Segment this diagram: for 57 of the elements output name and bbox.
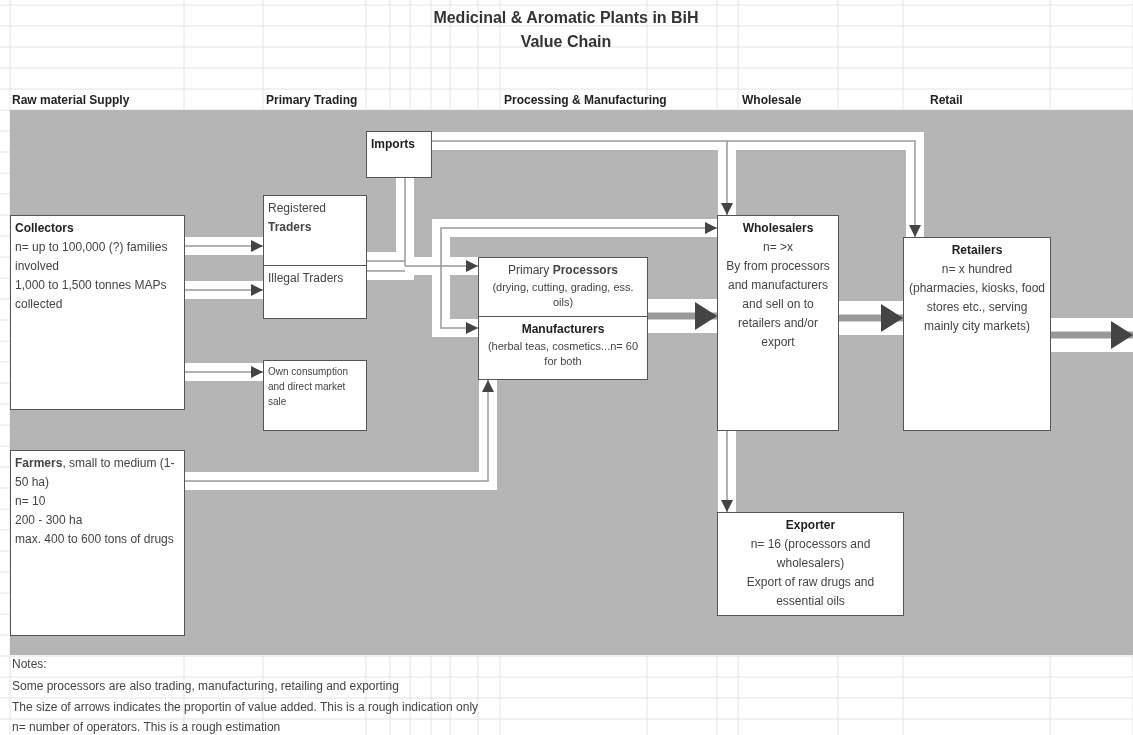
flow-arrow bbox=[184, 240, 264, 252]
note-text: Notes: bbox=[12, 657, 47, 671]
stakeholder-box bbox=[478, 257, 648, 317]
node-text: 1,000 to 1,500 tonnes MAPs collected bbox=[15, 277, 168, 313]
stakeholder-box bbox=[10, 215, 185, 410]
note-text: Some processors are also trading, manufacturing, retailing and exporting bbox=[12, 679, 399, 693]
node-text: By from processors and manufacturers and sell on to retailers and/or export bbox=[725, 258, 831, 351]
flow-arrow bbox=[648, 305, 717, 327]
node-title: Exporter bbox=[784, 517, 837, 534]
node-title: Own consumption and direct market sale bbox=[268, 365, 350, 409]
node-text: max. 400 to 600 tons of drugs bbox=[15, 531, 175, 548]
node-text: n= 10 bbox=[15, 493, 47, 510]
flow-arrow bbox=[1051, 324, 1133, 346]
stakeholder-box bbox=[478, 316, 648, 380]
flow-arrow bbox=[440, 222, 718, 267]
column-heading: Raw material Supply bbox=[12, 93, 130, 107]
stakeholder-box bbox=[717, 512, 904, 616]
flow-arrow bbox=[839, 307, 903, 329]
node-title: Wholesalers bbox=[741, 220, 815, 237]
flow-arrow bbox=[184, 366, 264, 378]
node-title: Registered Traders bbox=[268, 200, 328, 236]
node-title: Retailers bbox=[950, 242, 1004, 259]
flow-arrow bbox=[440, 260, 479, 272]
column-heading: Processing & Manufacturing bbox=[504, 93, 667, 107]
node-text: n= up to 100,000 (?) families involved bbox=[15, 239, 169, 275]
node-text: (herbal teas, cosmetics...n= 60 for both bbox=[486, 339, 640, 369]
node-title: Primary Processors bbox=[506, 262, 619, 279]
flow-arrow bbox=[184, 379, 494, 482]
column-heading: Wholesale bbox=[742, 93, 802, 107]
stakeholder-box bbox=[717, 215, 839, 431]
stakeholder-box bbox=[263, 195, 367, 266]
node-text: n= >x bbox=[762, 239, 794, 256]
node-text: 200 - 300 ha bbox=[15, 512, 84, 529]
node-text: n= x hundred (pharmacies, kiosks, food stores etc., serving mainly city markets) bbox=[908, 261, 1046, 335]
node-title: Collectors bbox=[15, 220, 75, 237]
column-heading: Retail bbox=[930, 93, 963, 107]
flow-arrow bbox=[440, 265, 479, 334]
stakeholder-box bbox=[263, 360, 367, 431]
node-text: (drying, cutting, grading, ess. oils) bbox=[491, 280, 635, 310]
flow-arrow bbox=[721, 430, 733, 513]
node-title: Illegal Traders bbox=[268, 270, 345, 287]
node-title: Farmers, small to medium (1-50 ha) bbox=[15, 455, 176, 491]
note-text: n= number of operators. This is a rough estimation bbox=[12, 720, 281, 734]
node-title: Manufacturers bbox=[520, 321, 606, 338]
node-title: Imports bbox=[371, 136, 416, 153]
node-text: Export of raw drugs and essential oils bbox=[745, 574, 876, 610]
stakeholder-box bbox=[10, 450, 185, 636]
stakeholder-box bbox=[263, 265, 367, 319]
column-heading: Primary Trading bbox=[266, 93, 358, 107]
flow-arrow bbox=[726, 140, 921, 238]
title: Medicinal & Aromatic Plants in BiH Value Chain bbox=[432, 8, 700, 52]
node-text: n= 16 (processors and wholesalers) bbox=[749, 536, 872, 572]
stakeholder-box bbox=[903, 237, 1051, 431]
flow-arrow bbox=[721, 140, 733, 216]
stakeholder-box bbox=[366, 131, 432, 178]
flow-arrow bbox=[184, 284, 264, 296]
note-text: The size of arrows indicates the proportin of value added. This is a rough indication only bbox=[12, 700, 479, 714]
